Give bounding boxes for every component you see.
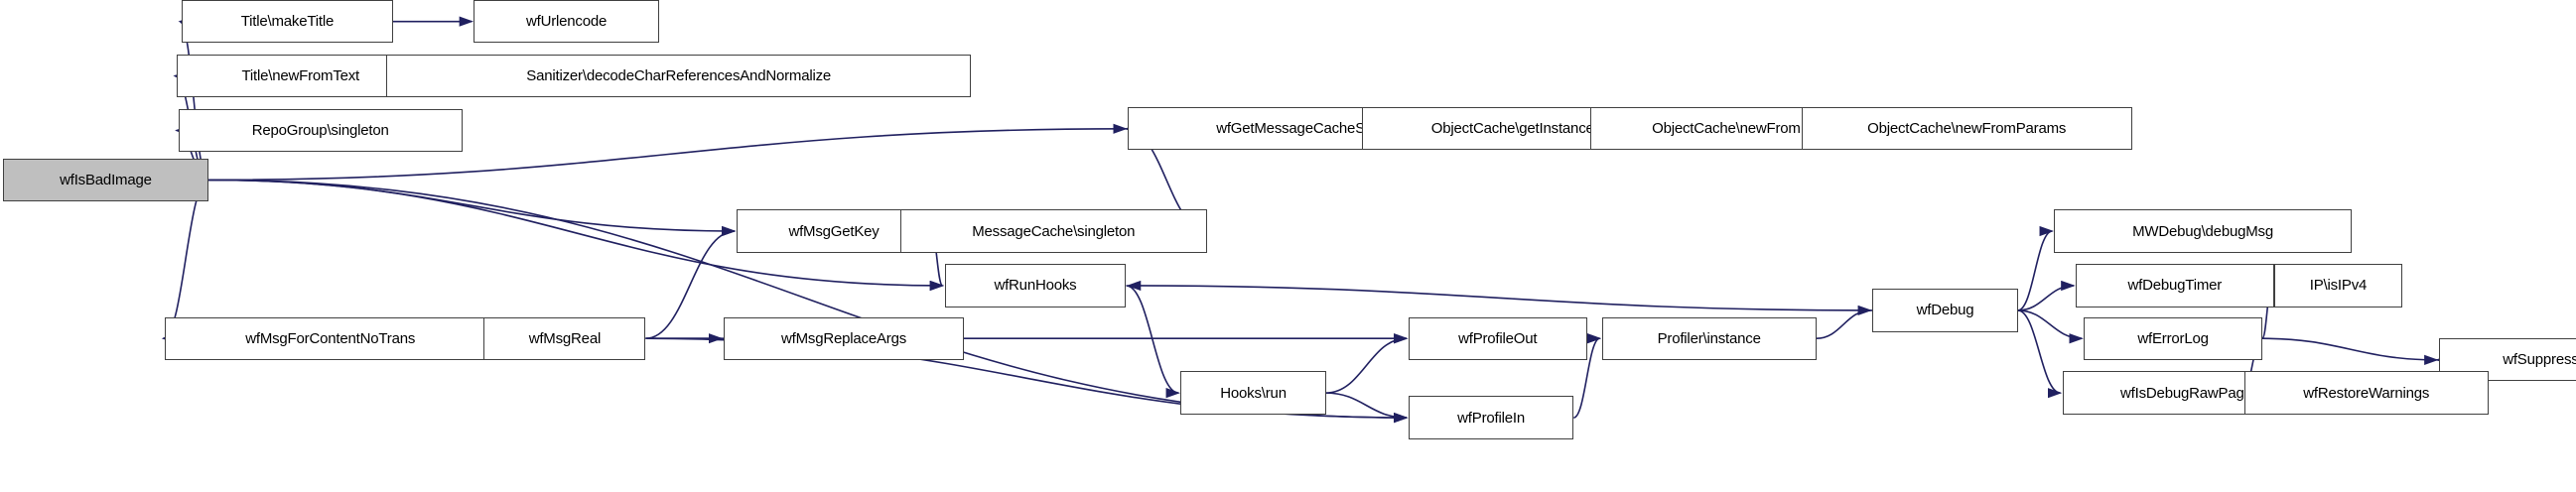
graph-node-label: Title\makeTitle [240, 13, 335, 31]
graph-edge [1325, 333, 1409, 394]
graph-edge [2017, 225, 2054, 311]
graph-node-label: wfGetMessageCacheStorage [1216, 120, 1407, 138]
graph-edge [161, 179, 208, 344]
graph-node-label: wfRestoreWarnings [2303, 384, 2430, 402]
graph-node-label: ObjectCache\newFromParams [1867, 120, 2067, 138]
graph-node-label: wfErrorLog [2137, 329, 2209, 347]
graph-node-label: wfSuppressWarnings [2503, 351, 2576, 369]
graph-edge [1126, 280, 1873, 311]
graph-node-label: wfIsDebugRawPage [2120, 384, 2252, 402]
graph-node-repogroupsingleton[interactable]: RepoGroup\singleton [178, 108, 463, 153]
graph-node-wfrunhooks[interactable]: wfRunHooks [944, 264, 1127, 308]
graph-node-label: IP\isIPv4 [2309, 277, 2368, 295]
graph-node-wfsuppresswarnings[interactable]: wfSuppressWarnings [2438, 338, 2576, 382]
graph-node-label: ObjectCache\getInstance [1430, 120, 1594, 138]
graph-node-label: wfDebugTimer [2127, 277, 2223, 295]
graph-node-wfdebug[interactable]: wfDebug [1872, 289, 2018, 332]
graph-node-objectcachenewfromparams[interactable]: ObjectCache\newFromParams [1801, 107, 2132, 151]
graph-node-profilerinstance[interactable]: Profiler\instance [1601, 316, 1817, 360]
graph-node-mwdebugdebugmsg[interactable]: MWDebug\debugMsg [2054, 209, 2352, 253]
graph-node-label: RepoGroup\singleton [251, 121, 389, 139]
graph-node-label: Sanitizer\decodeCharReferencesAndNormali… [526, 67, 832, 85]
graph-node-hooksrun[interactable]: Hooks\run [1180, 371, 1326, 415]
graph-node-label: Profiler\instance [1657, 329, 1761, 347]
graph-edge [645, 225, 737, 340]
graph-edge [207, 179, 737, 237]
graph-node-label: wfDebug [1916, 302, 1974, 319]
graph-node-label: wfMsgReal [528, 329, 602, 347]
graph-node-messagecachesingleton[interactable]: MessageCache\singleton [899, 209, 1207, 253]
graph-node-ipisipv4[interactable]: IP\isIPv4 [2273, 264, 2403, 308]
graph-node-titlemaketitle[interactable]: Title\makeTitle [181, 0, 393, 44]
graph-edge [2017, 280, 2076, 311]
graph-node-wfrestorewarnings[interactable]: wfRestoreWarnings [2243, 371, 2489, 415]
graph-node-wfmsgreplaceargs[interactable]: wfMsgReplaceArgs [723, 316, 965, 360]
graph-node-label: MWDebug\debugMsg [2132, 222, 2273, 240]
graph-edge [1816, 305, 1872, 340]
graph-node-wfurlencode[interactable]: wfUrlencode [474, 0, 659, 44]
graph-node-label: wfIsBadImage [60, 171, 152, 188]
graph-node-label: wfProfileOut [1458, 329, 1538, 347]
graph-node-wfdebugtimer[interactable]: wfDebugTimer [2075, 264, 2274, 308]
graph-node-wfprofileout[interactable]: wfProfileOut [1408, 316, 1587, 360]
graph-node-wfisbadimage[interactable]: wfIsBadImage [3, 158, 208, 202]
graph-node-wfmsgforcontentnotrans[interactable]: wfMsgForContentNoTrans [165, 316, 496, 360]
graph-node-label: Hooks\run [1220, 384, 1287, 402]
graph-edge [2261, 337, 2439, 365]
graph-node-wfprofilein[interactable]: wfProfileIn [1408, 396, 1574, 439]
graph-node-label: wfMsgReplaceArgs [781, 329, 907, 347]
graph-node-label: wfUrlencode [525, 13, 608, 31]
graph-node-wfmsgreal[interactable]: wfMsgReal [483, 316, 646, 360]
graph-node-label: Title\newFromText [241, 67, 360, 85]
graph-node-label: wfMsgGetKey [788, 222, 880, 240]
graph-edge [1325, 392, 1409, 424]
graph-edge [2017, 309, 2063, 399]
graph-node-sanitizerdecode[interactable]: Sanitizer\decodeCharReferencesAndNormali… [386, 54, 972, 98]
graph-node-wferrorlog[interactable]: wfErrorLog [2084, 316, 2262, 360]
graph-node-label: ObjectCache\newFromId [1652, 120, 1813, 138]
graph-node-label: MessageCache\singleton [972, 222, 1136, 240]
graph-edge [2017, 309, 2084, 344]
graph-edge [1126, 285, 1180, 399]
graph-node-label: wfMsgForContentNoTrans [245, 329, 416, 347]
graph-edge [178, 16, 209, 182]
graph-node-label: wfRunHooks [994, 277, 1077, 295]
graph-node-label: wfProfileIn [1457, 409, 1525, 427]
